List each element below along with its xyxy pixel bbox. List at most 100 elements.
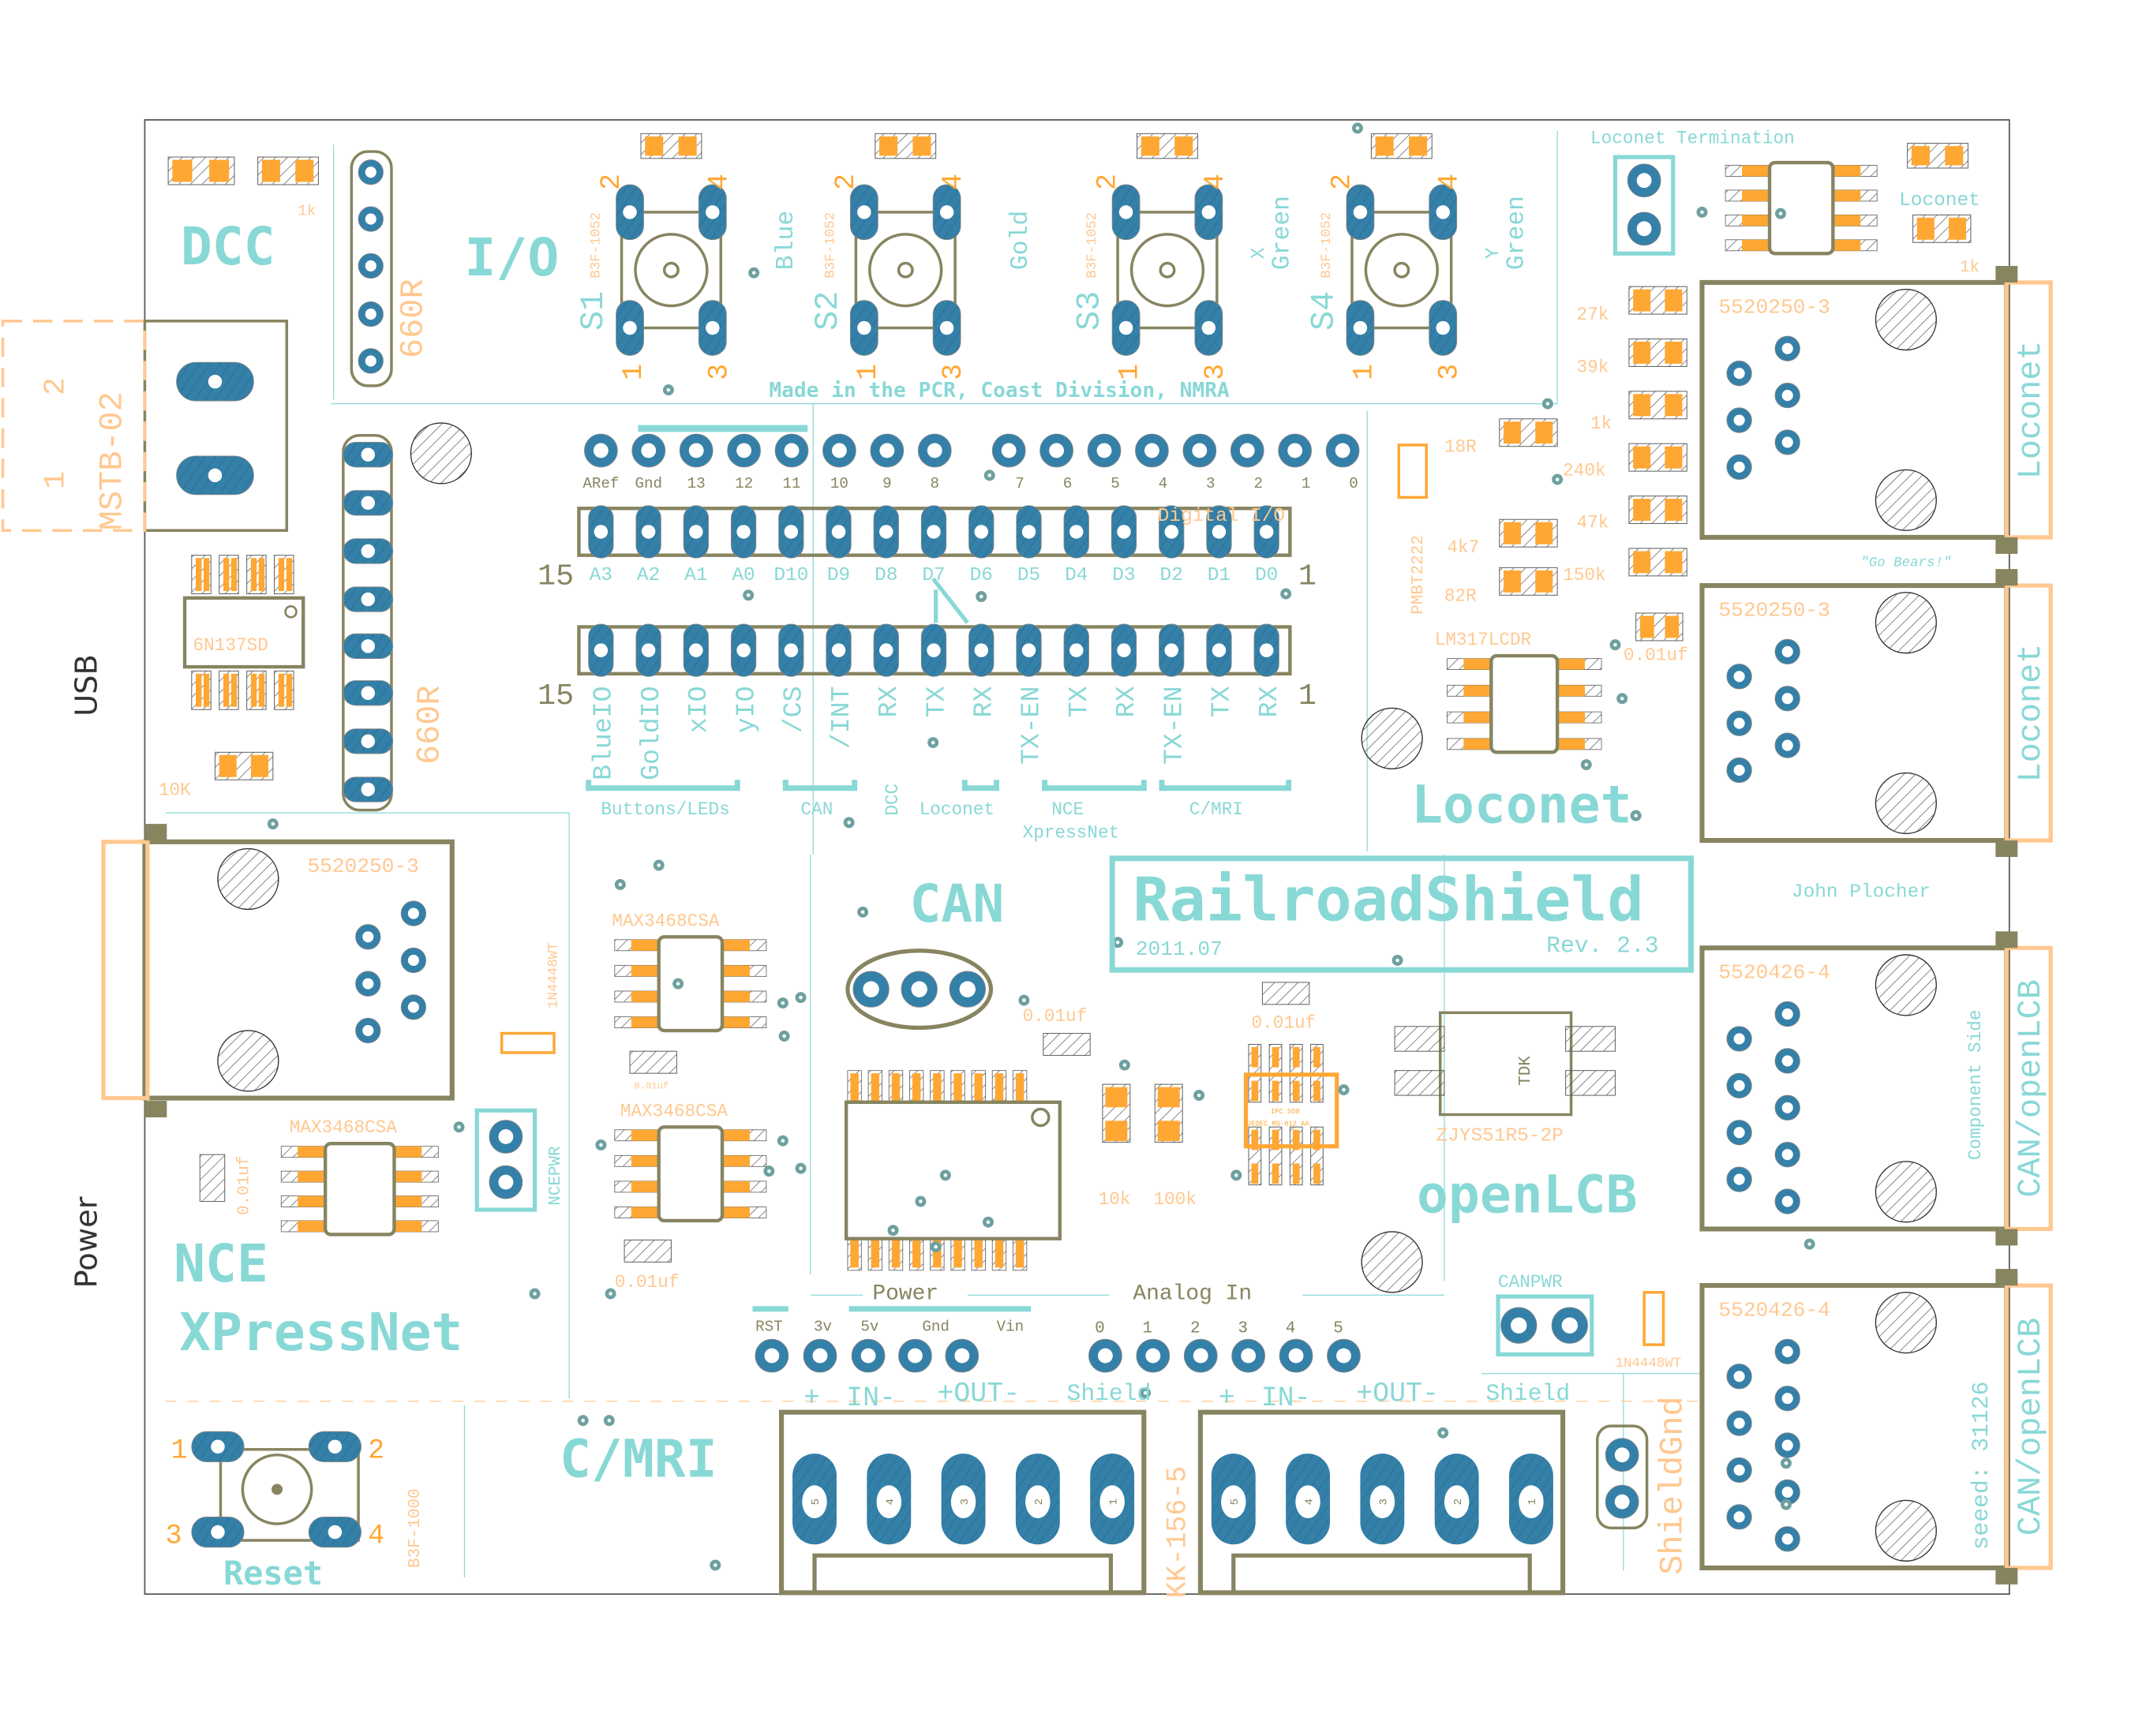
r-1k-top-label: 1k	[298, 202, 316, 219]
via-hole	[599, 1143, 603, 1147]
rj45-part-label: 5520426-4	[1718, 961, 1830, 985]
cap-b-label: 0.01uf	[615, 1272, 680, 1293]
term2-out: +OUT-	[1356, 1379, 1439, 1410]
drill-hole	[1212, 643, 1227, 657]
header-pin-label: 4	[1159, 475, 1168, 492]
socket-top-label: D4	[1065, 565, 1088, 586]
drill-hole	[863, 981, 879, 997]
smd-pad	[250, 754, 268, 777]
header-pin-label: 6	[1063, 475, 1073, 492]
header-pin-label: 12	[735, 475, 753, 492]
socket-bottom-label: TX-EN	[1017, 687, 1047, 765]
drill-hole	[1287, 443, 1303, 458]
smd-pad	[912, 136, 931, 156]
r-660-b-label: 660R	[410, 685, 448, 765]
drill-hole	[927, 443, 942, 458]
smd-pad	[1833, 239, 1861, 251]
switch-pin-2: 2	[597, 174, 627, 190]
switch-ref-s1: S1	[575, 291, 612, 331]
drill-hole	[1259, 643, 1274, 657]
smd-pad	[1633, 394, 1651, 417]
smd-pad	[1665, 342, 1683, 364]
switch-color-label: Green	[1503, 196, 1530, 270]
via-hole	[986, 1220, 991, 1224]
drill-hole	[879, 643, 893, 657]
terminal-pin-number: 2	[1452, 1498, 1465, 1505]
drill-hole	[1733, 414, 1745, 426]
drill-hole	[1636, 221, 1652, 237]
socket-top-label: D0	[1255, 565, 1278, 586]
r-18r-label: 18R	[1444, 437, 1477, 458]
cap	[1261, 982, 1310, 1005]
reset-center	[272, 1483, 283, 1495]
reset-label: Reset	[223, 1554, 323, 1592]
smd-pad	[1251, 1080, 1259, 1102]
via-hole	[781, 1001, 785, 1005]
drill-hole	[832, 443, 847, 458]
drill-hole	[1436, 205, 1450, 219]
via-hole	[1555, 477, 1560, 481]
resistor-array-660r-b	[342, 434, 393, 812]
drill-hole	[689, 525, 703, 539]
drill-hole	[1118, 205, 1133, 219]
smd-pad	[631, 1155, 659, 1167]
nce-title: NCE	[174, 1233, 268, 1294]
r-1k-loconet-label: 1k	[1960, 259, 1980, 277]
drill-hole	[1561, 1317, 1579, 1334]
drill-hole	[1164, 525, 1178, 539]
smd-pad	[891, 1073, 901, 1102]
via-hole	[657, 863, 661, 867]
smd-pad	[1157, 1121, 1180, 1141]
switch-part: B3F-1052	[1319, 212, 1335, 279]
via-hole	[666, 387, 671, 392]
via-hole	[1700, 210, 1704, 215]
via-hole	[1545, 402, 1550, 406]
terminal-drill	[1519, 1485, 1544, 1519]
smd-pad	[933, 1240, 942, 1268]
drill-hole	[1614, 1447, 1630, 1463]
terminal-pin-number: 1	[1526, 1498, 1539, 1505]
terminal-drill	[1295, 1485, 1320, 1519]
smd-pad	[1665, 551, 1683, 574]
via-hole	[581, 1418, 585, 1423]
switch-pin-3: 3	[938, 364, 969, 380]
drill-hole	[1192, 443, 1208, 458]
terminal-drill	[1221, 1485, 1246, 1519]
switch-actuator	[1364, 233, 1439, 308]
drill-hole	[1781, 1008, 1793, 1020]
smd-pad	[1313, 1046, 1320, 1068]
board-date: 2011.07	[1136, 937, 1223, 961]
terminal-pin-number: 2	[1033, 1498, 1046, 1505]
switch-body	[620, 211, 723, 330]
drill-hole	[784, 643, 799, 657]
smd-pad	[1639, 615, 1654, 638]
socket-bottom-pin-1: 1	[1298, 679, 1317, 713]
smd-pad	[631, 965, 659, 977]
header-pin-label: Gnd	[635, 475, 663, 492]
drill-hole	[736, 525, 751, 539]
switch-body	[854, 211, 957, 330]
diode-outline	[1642, 1291, 1665, 1346]
smd-pad	[1015, 1073, 1024, 1102]
pin1-marker	[1031, 1107, 1051, 1128]
smd-pad	[1251, 1129, 1259, 1150]
soic-label2: JEDEC MS-012 AA	[1247, 1121, 1309, 1128]
term2-shield: Shield	[1485, 1380, 1570, 1407]
smd-pad	[1272, 1080, 1279, 1102]
choke-brand: TDK	[1517, 1056, 1535, 1086]
mounting-hole	[1875, 1292, 1937, 1354]
smd-pad	[258, 673, 265, 707]
terminal-block-lip	[812, 1553, 1114, 1596]
drill-hole	[1201, 205, 1216, 219]
terminal-block-lip	[1231, 1553, 1532, 1596]
smd-pad	[250, 558, 257, 592]
smd-pad	[1945, 146, 1964, 166]
drill-hole	[1781, 436, 1793, 448]
smd-pad	[912, 1240, 921, 1268]
via-hole	[1440, 1431, 1445, 1435]
drill-hole	[498, 1129, 514, 1144]
drill-hole	[407, 1001, 419, 1013]
smd-pad	[722, 1180, 750, 1192]
drill-hole	[1733, 1371, 1745, 1382]
drill-hole	[328, 1525, 343, 1540]
